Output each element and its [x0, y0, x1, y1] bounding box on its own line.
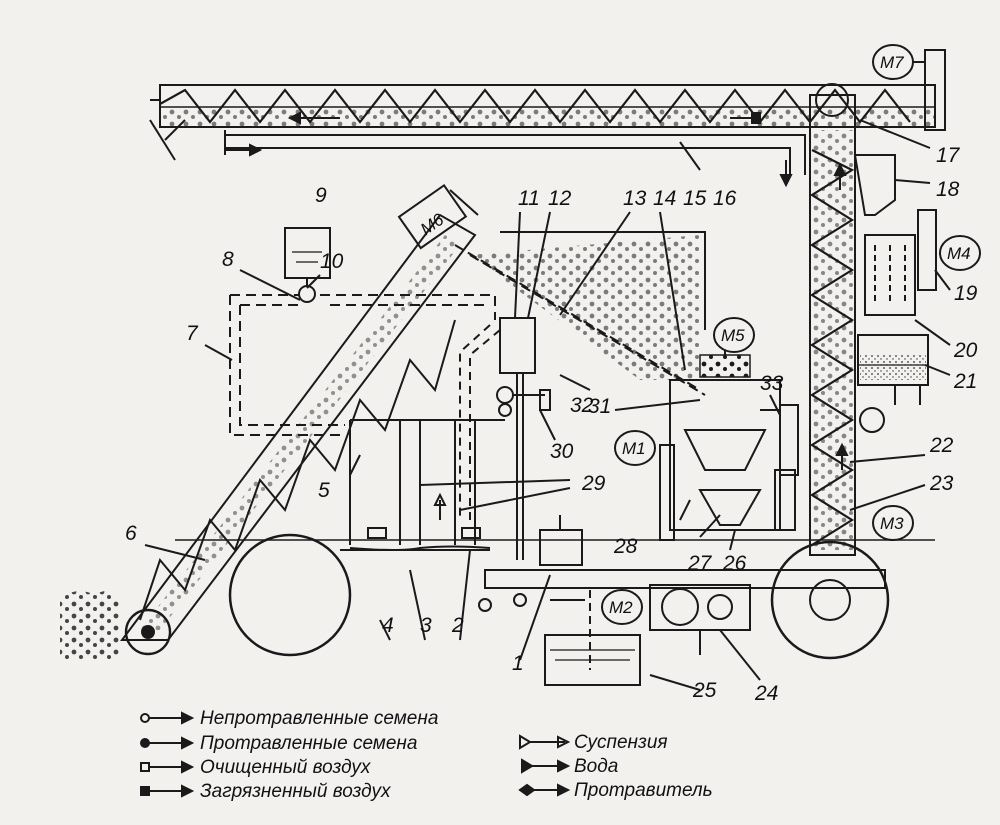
motors [601, 44, 981, 625]
label-m6: M6 [417, 210, 448, 239]
motor-m2 [601, 589, 643, 625]
top-screw-conveyor [159, 84, 936, 128]
flow-arrows [225, 111, 849, 520]
callout-11: 11 [518, 187, 540, 210]
callout-24: 24 [754, 682, 778, 705]
legend-clean-air-marker [140, 762, 150, 772]
left-wheel [228, 533, 352, 657]
motor-m7 [872, 44, 914, 80]
label-m7: M7 [880, 53, 904, 72]
callout-2: 2 [451, 614, 464, 637]
callout-numbers: 1 2 3 4 5 6 7 8 9 10 11 12 13 14 15 16 1… [125, 144, 978, 705]
callout-30: 30 [550, 440, 574, 463]
motor-m3 [872, 505, 914, 541]
dispenser-11 [499, 317, 536, 374]
legend-treated-text: Протравленные семена [200, 733, 417, 754]
callout-9: 9 [315, 184, 327, 207]
cyclone-filter [864, 234, 916, 316]
legend-suspension-text: Суспензия [574, 732, 668, 753]
legend-dirty-air-marker [140, 786, 150, 796]
callout-22: 22 [929, 434, 954, 457]
callout-5: 5 [318, 479, 330, 502]
legend-clean-air-text: Очищенный воздух [200, 757, 372, 778]
callout-31: 31 [588, 395, 611, 418]
callout-10: 10 [320, 250, 344, 273]
callout-23: 23 [929, 472, 954, 495]
callout-16: 16 [713, 187, 737, 210]
legend-symbols [140, 711, 571, 798]
tank-25 [544, 634, 641, 686]
inclined-auger [120, 213, 477, 641]
label-m3: M3 [880, 514, 904, 533]
pump-1 [539, 529, 583, 566]
vertical-screw-elevator [809, 94, 856, 556]
callout-28: 28 [613, 535, 638, 558]
label-m1: M1 [622, 439, 646, 458]
callout-29: 29 [581, 472, 606, 495]
callout-20: 20 [953, 339, 978, 362]
callout-15: 15 [683, 187, 707, 210]
label-m4: M4 [947, 244, 971, 263]
legend-text: Непротравленные семена Протравленные сем… [200, 708, 713, 802]
tank-21 [857, 334, 929, 386]
callout-14: 14 [653, 187, 676, 210]
label-m2: M2 [609, 598, 633, 617]
callout-19: 19 [954, 282, 978, 305]
fan-unit-24 [649, 584, 751, 631]
callout-7: 7 [186, 322, 199, 345]
callout-21: 21 [953, 370, 977, 393]
callout-13: 13 [623, 187, 647, 210]
label-m5: M5 [721, 326, 745, 345]
motor-m1 [614, 430, 656, 466]
chassis-beam [484, 569, 886, 589]
legend-suspension-marker [519, 734, 532, 750]
right-wheel [770, 540, 890, 660]
callout-32: 32 [570, 394, 594, 417]
legend-dirty-air-text: Загрязненный воздух [200, 781, 392, 802]
machine-drawing [60, 49, 951, 691]
legend-chemical-text: Протравитель [574, 780, 713, 801]
callout-26: 26 [722, 552, 747, 575]
callout-6: 6 [125, 522, 137, 545]
callout-17: 17 [936, 144, 961, 167]
callout-33: 33 [760, 372, 784, 395]
legend-water-marker [521, 758, 534, 774]
callout-4: 4 [382, 614, 394, 637]
legend-chemical-marker [518, 783, 536, 797]
callout-27: 27 [687, 552, 713, 575]
motor-m5 [713, 317, 755, 353]
callout-25: 25 [692, 679, 717, 702]
legend-water-text: Вода [574, 756, 618, 777]
legend-untreated-text: Непротравленные семена [200, 708, 438, 729]
callout-12: 12 [548, 187, 572, 210]
legend-treated-marker [140, 738, 150, 748]
callout-8: 8 [222, 248, 234, 271]
callout-1: 1 [512, 652, 524, 675]
callout-3: 3 [420, 614, 432, 637]
legend-untreated-marker [140, 713, 150, 723]
motor-m4 [939, 235, 981, 271]
callout-18: 18 [936, 178, 960, 201]
